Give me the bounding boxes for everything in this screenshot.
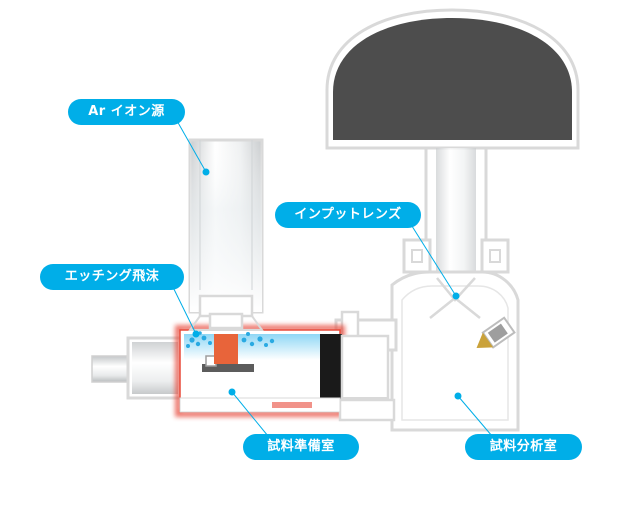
ar-ion-source [188,138,264,331]
prep-chamber [179,329,396,422]
etching-spatter [186,331,275,348]
input-lens-column [402,146,510,280]
analyzer-dome [333,18,572,140]
side-detector [476,316,516,349]
sample-holder [202,334,254,372]
label-etching-spatter: エッチング飛沫 [40,264,184,290]
label-ar-ion-source: Ar イオン源 [68,99,185,125]
analysis-chamber [390,270,520,432]
leader-lines [167,111,493,437]
label-sample-analysis-chamber: 試料分析室 [465,434,582,460]
transfer-rod [91,336,184,400]
analysis-chamber-inner [401,285,509,421]
label-input-lens: インプットレンズ [275,202,421,228]
lens-funnel [436,277,476,302]
analyzer-dome-rim [325,8,580,150]
label-sample-prep-chamber: 試料準備室 [243,434,359,460]
